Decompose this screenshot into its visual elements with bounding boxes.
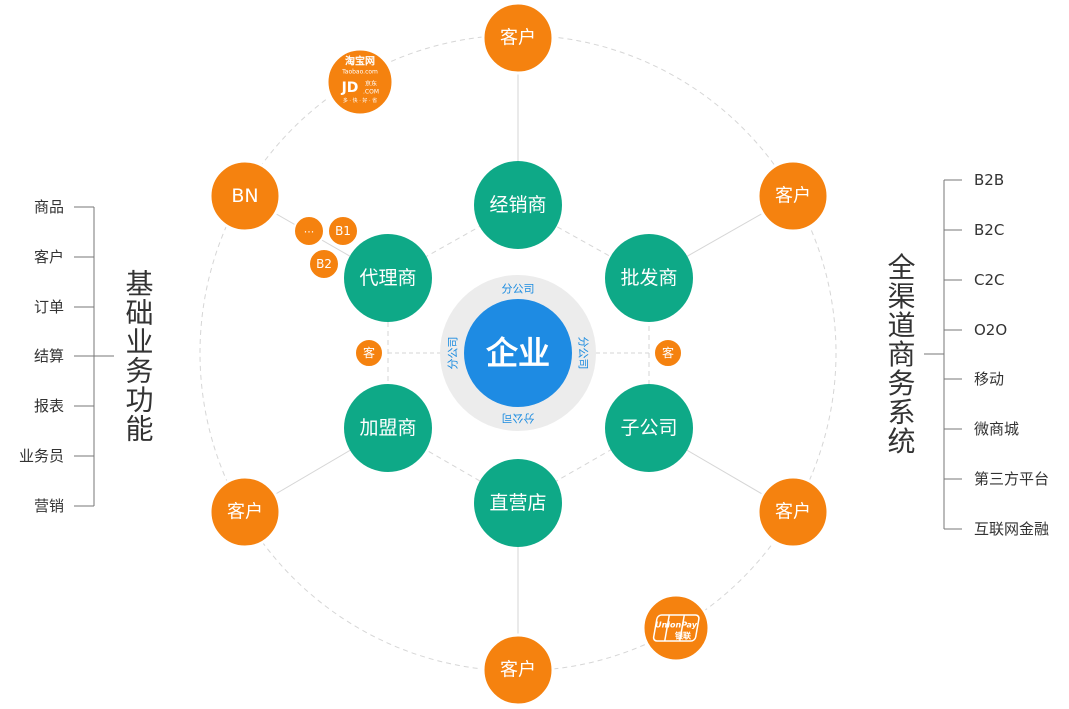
right-item-3[interactable]: O2O	[974, 321, 1007, 339]
left-item-5[interactable]: 业务员	[19, 447, 64, 465]
right-item-7[interactable]: 互联网金融	[974, 520, 1049, 538]
node-customer-bottom-circle	[481, 633, 555, 707]
node-customer-top-right[interactable]: 客户	[756, 159, 830, 233]
ring-label-right: 分公司	[577, 337, 590, 370]
node-dailishang-circle	[344, 234, 432, 322]
node-zigongsi-circle	[605, 384, 693, 472]
node-pifashang-label: 批发商	[620, 267, 677, 289]
node-customer-bottom-left-circle	[208, 475, 282, 549]
node-jiamengshang-label: 加盟商	[359, 417, 416, 439]
node-customer-top-label: 客户	[500, 28, 536, 49]
node-customer-bottom-left-label: 客户	[227, 502, 263, 523]
left-item-6[interactable]: 营销	[34, 497, 64, 515]
ring-label-bottom: 分公司	[502, 412, 535, 425]
jd-logo-text: JD	[341, 80, 359, 96]
node-bn-circle	[208, 159, 282, 233]
right-item-4[interactable]: 移动	[974, 370, 1004, 388]
taobao-logo-text: 淘宝网	[345, 55, 375, 68]
node-b2-circle	[308, 248, 340, 280]
left-item-4[interactable]: 报表	[34, 397, 64, 415]
node-customer-bottom-right[interactable]: 客户	[756, 475, 830, 549]
node-b2[interactable]: B2	[308, 248, 340, 280]
node-left-ke-circle	[354, 338, 384, 368]
node-customer-top-circle	[481, 1, 555, 75]
node-b1-label: B1	[335, 224, 351, 238]
node-b2-label: B2	[316, 257, 332, 271]
node-zhiyingdian[interactable]: 直营店	[474, 459, 562, 547]
center-core	[464, 299, 572, 407]
right-panel-title: 全渠道商务系统	[884, 252, 917, 455]
node-more-circle	[293, 215, 325, 247]
node-customer-bottom-left[interactable]: 客户	[208, 475, 282, 549]
node-left-ke-label: 客	[363, 345, 375, 360]
node-bn[interactable]: BN	[208, 159, 282, 233]
node-customer-bottom-right-label: 客户	[775, 502, 811, 523]
node-right-ke-label: 客	[662, 345, 674, 360]
taobao-sub-text: Taobao.com	[341, 69, 378, 76]
logo-taobao-jd-circle	[325, 47, 395, 117]
left-panel: 商品 客户 订单 结算 报表 业务员 营销 基础业务功能	[19, 198, 155, 515]
right-item-2[interactable]: C2C	[974, 271, 1005, 289]
node-zigongsi-label: 子公司	[620, 417, 677, 439]
left-item-3[interactable]: 结算	[34, 347, 64, 365]
right-item-1[interactable]: B2C	[974, 221, 1004, 239]
node-jiamengshang[interactable]: 加盟商	[344, 384, 432, 472]
node-customer-bottom[interactable]: 客户	[481, 633, 555, 707]
left-item-1[interactable]: 客户	[34, 248, 64, 266]
ring-label-top: 分公司	[502, 283, 535, 296]
unionpay-cn-text: 银联	[674, 631, 691, 641]
node-zhiyingdian-label: 直营店	[489, 492, 546, 514]
ring-label-left: 分公司	[447, 337, 460, 370]
node-zhiyingdian-circle	[474, 459, 562, 547]
logo-unionpay[interactable]: UnionPay 银联	[641, 593, 711, 663]
node-jiamengshang-circle	[344, 384, 432, 472]
node-more[interactable]: ...	[293, 215, 325, 247]
right-panel: B2B B2C C2C O2O 移动 微商城 第三方平台 互联网金融 全渠道商务…	[884, 171, 1050, 538]
node-customer-top-right-circle	[756, 159, 830, 233]
node-b1[interactable]: B1	[327, 215, 359, 247]
node-customer-top-right-label: 客户	[775, 186, 811, 207]
node-jingxiaoshang-circle	[474, 161, 562, 249]
node-pifashang[interactable]: 批发商	[605, 234, 693, 322]
jd-com-text: .COM	[363, 89, 379, 96]
node-more-label: ...	[304, 223, 315, 236]
unionpay-text: UnionPay	[655, 621, 698, 630]
center-label: 企业	[486, 334, 550, 372]
node-dailishang[interactable]: 代理商	[344, 234, 432, 322]
right-item-5[interactable]: 微商城	[974, 420, 1019, 438]
jd-slogan-text: 多 · 快 · 好 · 省	[343, 97, 377, 104]
node-jingxiaoshang-label: 经销商	[489, 194, 546, 216]
left-item-2[interactable]: 订单	[34, 298, 64, 316]
logo-unionpay-circle	[641, 593, 711, 663]
node-dailishang-label: 代理商	[359, 267, 416, 289]
node-pifashang-circle	[605, 234, 693, 322]
node-jingxiaoshang[interactable]: 经销商	[474, 161, 562, 249]
jd-cn-text: 京东	[365, 80, 377, 88]
node-b1-circle	[327, 215, 359, 247]
right-item-6[interactable]: 第三方平台	[974, 470, 1049, 488]
node-bn-label: BN	[231, 185, 258, 207]
node-customer-bottom-right-circle	[756, 475, 830, 549]
node-left-ke[interactable]: 客	[354, 338, 384, 368]
node-right-ke-circle	[653, 338, 683, 368]
right-item-0[interactable]: B2B	[974, 171, 1004, 189]
unionpay-card-icon	[652, 614, 700, 642]
node-zigongsi[interactable]: 子公司	[605, 384, 693, 472]
node-customer-top[interactable]: 客户	[481, 1, 555, 75]
left-item-0[interactable]: 商品	[34, 198, 64, 216]
node-right-ke[interactable]: 客	[653, 338, 683, 368]
node-customer-bottom-label: 客户	[500, 660, 536, 681]
logo-taobao-jd[interactable]: 淘宝网 Taobao.com JD 京东 .COM 多 · 快 · 好 · 省	[325, 47, 395, 117]
left-panel-title: 基础业务功能	[122, 269, 155, 443]
